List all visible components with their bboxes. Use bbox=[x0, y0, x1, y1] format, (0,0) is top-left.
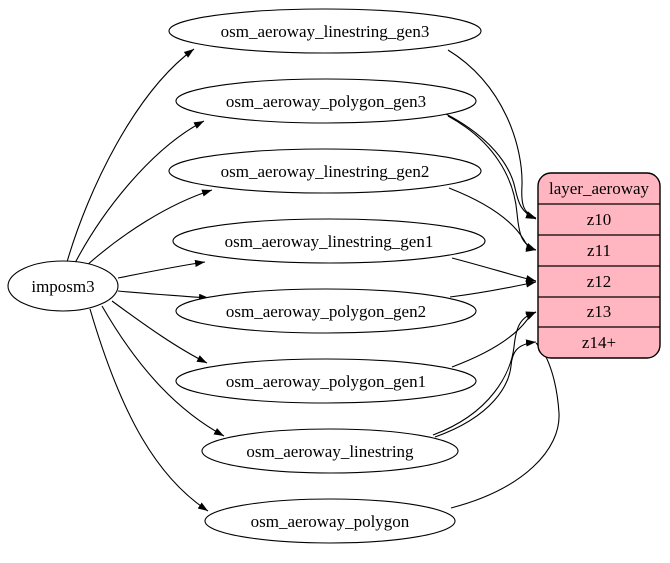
edge-osm_aeroway_polygon_gen3-to-z10 bbox=[445, 113, 537, 220]
edge-osm_aeroway_linestring_gen1-to-z12 bbox=[451, 257, 537, 283]
imposm3-ellipse bbox=[7, 260, 119, 312]
table-label: osm_aeroway_polygon_gen3 bbox=[226, 92, 426, 111]
edges-to-layer-rows bbox=[432, 49, 560, 509]
table-ellipse bbox=[204, 498, 456, 544]
edge-osm_aeroway_linestring-to-z13 bbox=[432, 311, 537, 436]
table-label: osm_aeroway_linestring_gen3 bbox=[221, 22, 430, 41]
row-z13: z13 bbox=[587, 302, 612, 321]
table-ellipse bbox=[168, 8, 482, 54]
edge-osm_aeroway_polygon_gen1-to-z13 bbox=[451, 311, 537, 368]
node-layer_aeroway: layer_aeroway z10 z11 z12 z13 z14+ bbox=[537, 172, 661, 359]
table-ellipse bbox=[201, 428, 459, 474]
node-osm_aeroway_linestring_gen1: osm_aeroway_linestring_gen1 bbox=[172, 218, 486, 264]
edge-osm_aeroway_linestring-to-z14 bbox=[434, 339, 537, 438]
row-z11: z11 bbox=[587, 241, 611, 260]
row-z12: z12 bbox=[587, 272, 612, 291]
table-ellipse bbox=[175, 78, 477, 124]
layer-title: layer_aeroway bbox=[549, 179, 650, 198]
node-osm_aeroway_polygon_gen1: osm_aeroway_polygon_gen1 bbox=[175, 358, 477, 404]
table-ellipse bbox=[172, 218, 486, 264]
table-ellipse bbox=[175, 358, 477, 404]
node-osm_aeroway_linestring: osm_aeroway_linestring bbox=[201, 428, 459, 474]
table-label: osm_aeroway_polygon_gen2 bbox=[226, 302, 426, 321]
edge-imposm3-to-osm_aeroway_linestring_gen3 bbox=[66, 48, 195, 263]
table-label: osm_aeroway_linestring_gen1 bbox=[225, 232, 434, 251]
edges-from-imposm3 bbox=[66, 48, 225, 512]
table-label: osm_aeroway_polygon_gen1 bbox=[226, 372, 426, 391]
edge-osm_aeroway_linestring_gen3-to-z10 bbox=[447, 49, 537, 219]
edge-osm_aeroway_polygon_gen3-to-z11 bbox=[447, 115, 537, 251]
row-z14: z14+ bbox=[582, 333, 616, 352]
edge-imposm3-to-osm_aeroway_polygon_gen3 bbox=[74, 120, 205, 264]
node-osm_aeroway_linestring_gen2: osm_aeroway_linestring_gen2 bbox=[168, 148, 482, 194]
table-label: osm_aeroway_linestring bbox=[246, 442, 414, 461]
node-osm_aeroway_polygon_gen2: osm_aeroway_polygon_gen2 bbox=[175, 288, 477, 334]
edge-osm_aeroway_polygon-to-z14 bbox=[450, 342, 560, 509]
table-label: osm_aeroway_linestring_gen2 bbox=[221, 162, 430, 181]
imposm3-label: imposm3 bbox=[31, 277, 94, 296]
edge-imposm3-to-osm_aeroway_linestring bbox=[101, 305, 225, 437]
node-imposm3: imposm3 bbox=[7, 260, 119, 312]
node-osm_aeroway_polygon: osm_aeroway_polygon bbox=[204, 498, 456, 544]
edge-imposm3-to-osm_aeroway_polygon bbox=[89, 308, 209, 512]
node-osm_aeroway_linestring_gen3: osm_aeroway_linestring_gen3 bbox=[168, 8, 482, 54]
node-osm_aeroway_polygon_gen3: osm_aeroway_polygon_gen3 bbox=[175, 78, 477, 124]
edge-imposm3-to-osm_aeroway_polygon_gen2 bbox=[117, 290, 210, 301]
table-label: osm_aeroway_polygon bbox=[251, 512, 410, 531]
edge-imposm3-to-osm_aeroway_linestring_gen1 bbox=[117, 259, 206, 279]
row-z10: z10 bbox=[587, 210, 612, 229]
edge-imposm3-to-osm_aeroway_linestring_gen2 bbox=[85, 189, 213, 267]
edge-osm_aeroway_polygon_gen2-to-z12 bbox=[449, 280, 537, 298]
edge-imposm3-to-osm_aeroway_polygon_gen1 bbox=[111, 300, 208, 364]
table-ellipse bbox=[175, 288, 477, 334]
edge-osm_aeroway_linestring_gen2-to-z11 bbox=[448, 187, 537, 252]
table-ellipse bbox=[168, 148, 482, 194]
